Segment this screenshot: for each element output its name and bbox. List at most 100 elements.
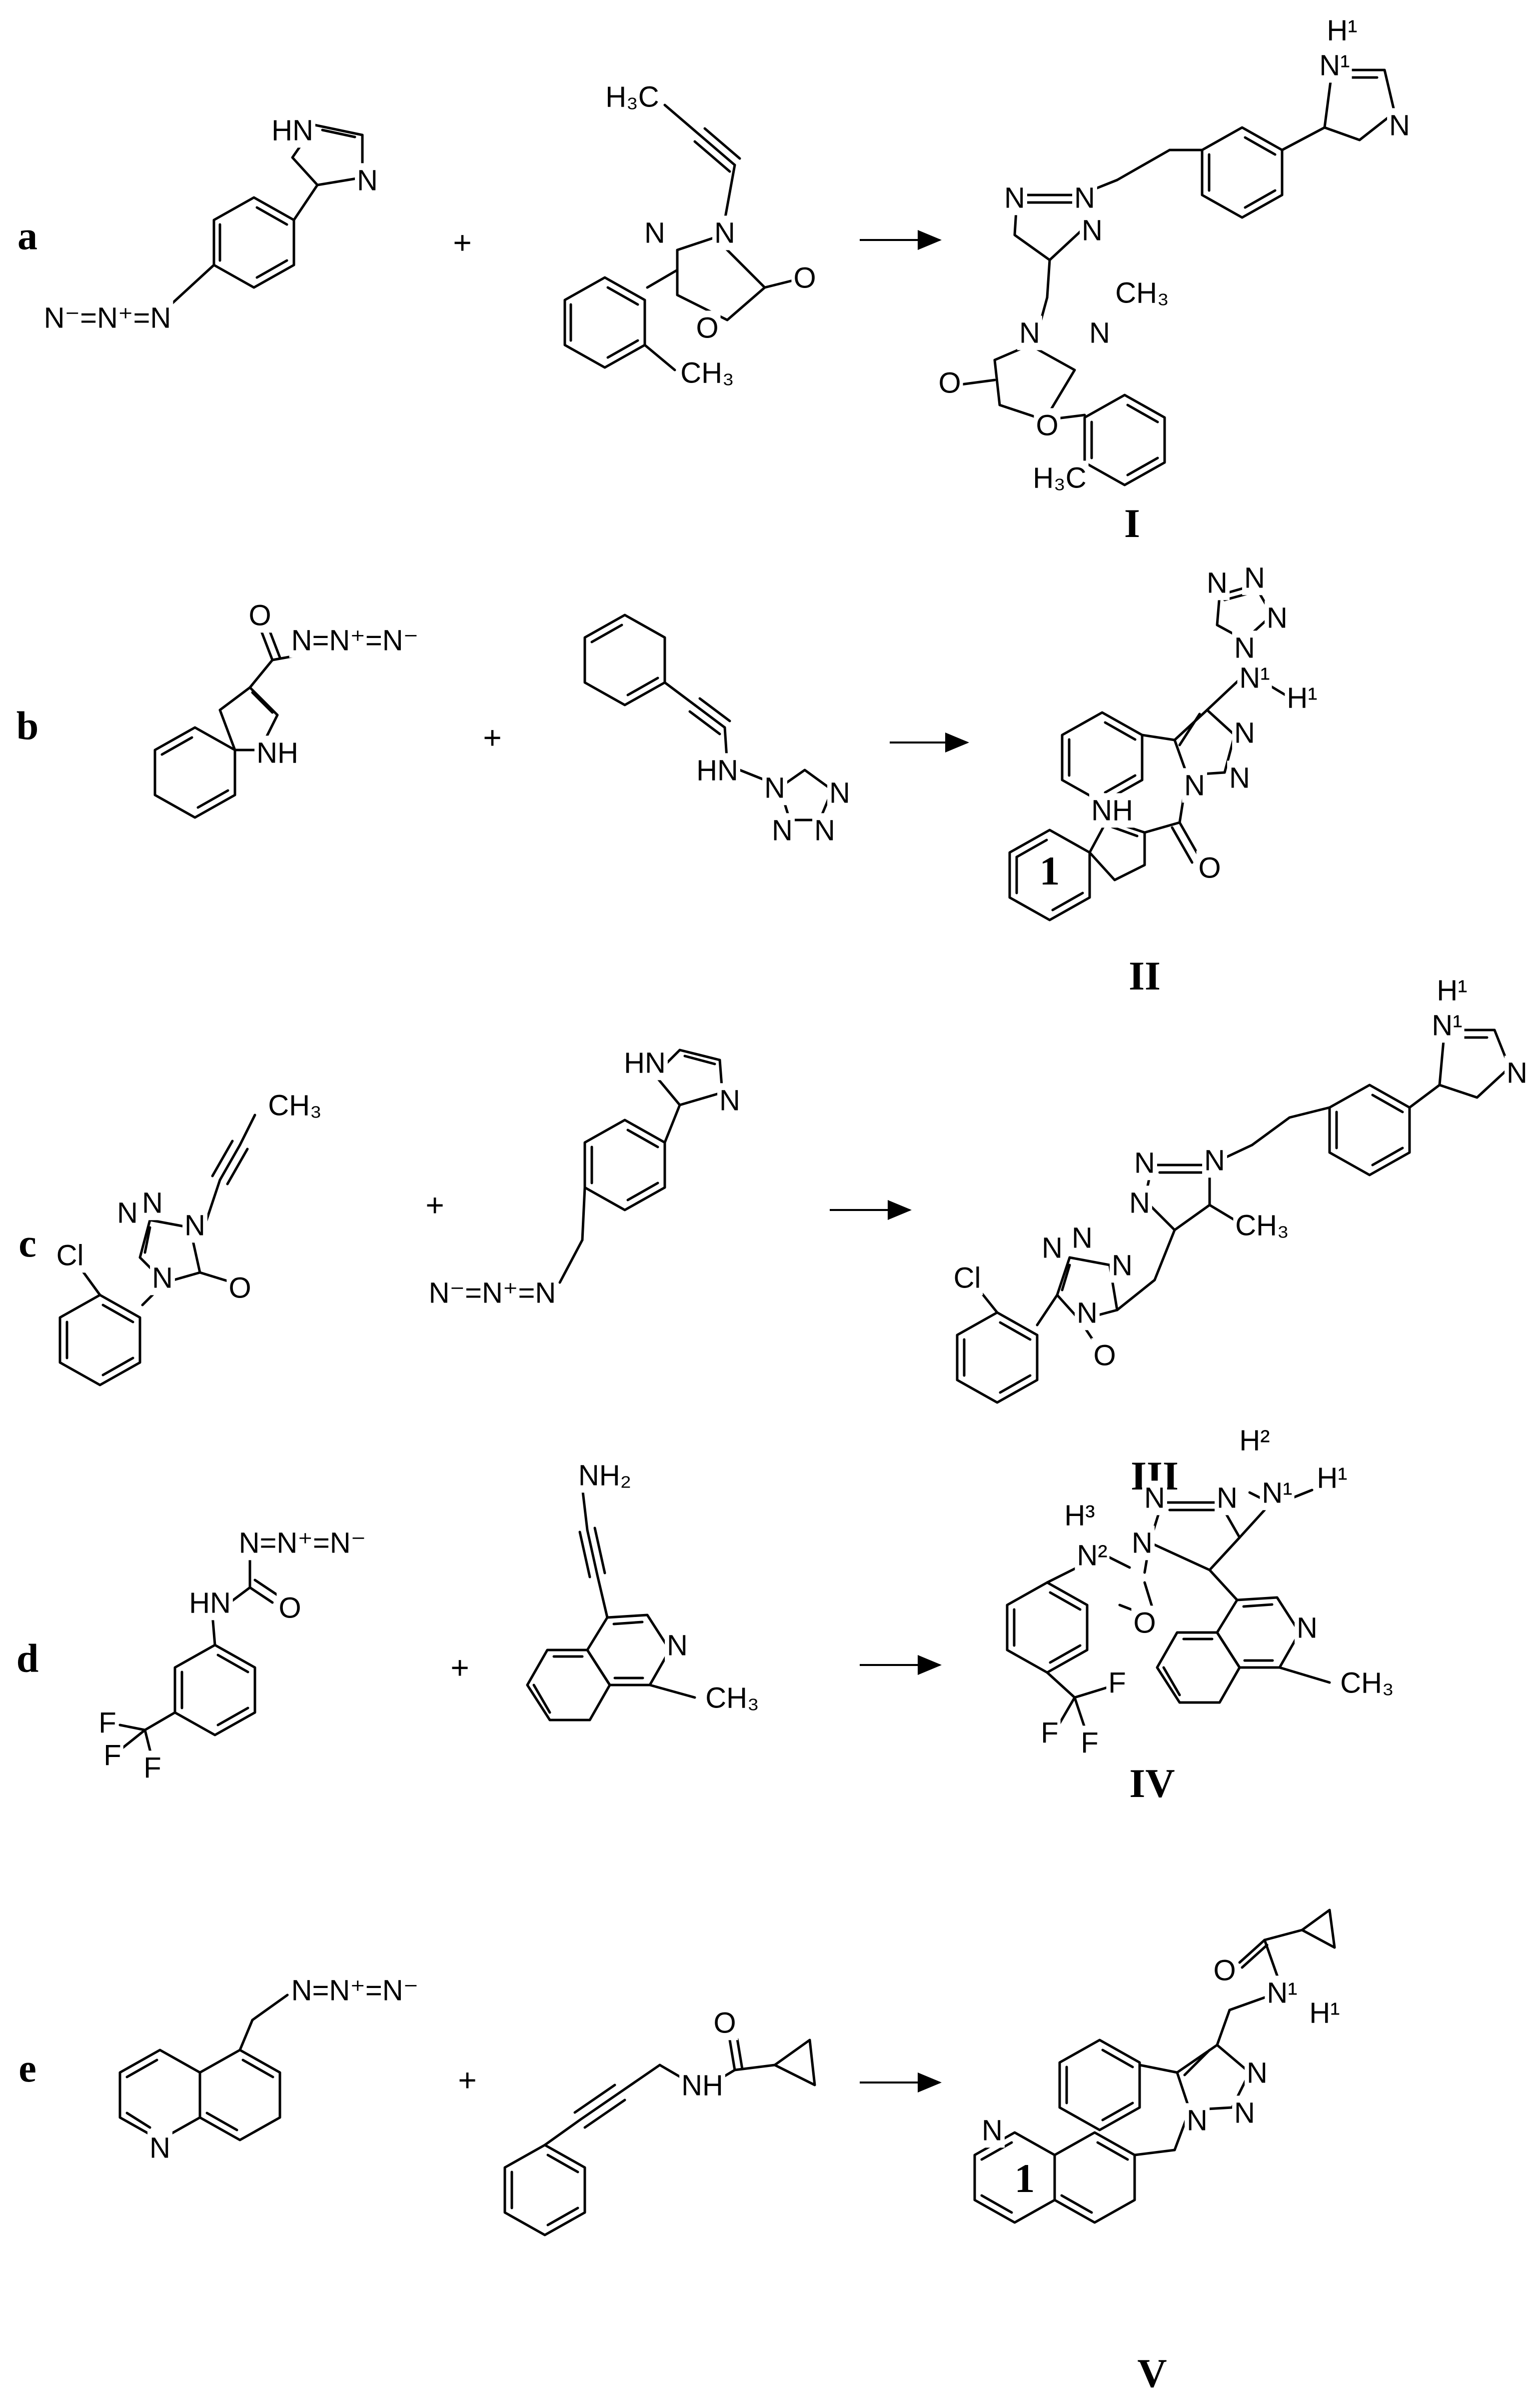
atom-label: N bbox=[1089, 316, 1110, 349]
atom-label: N bbox=[142, 1186, 163, 1219]
ring-number: 1 bbox=[1015, 2156, 1035, 2201]
plus-sign: + bbox=[450, 1650, 469, 1686]
reaction-c: c CH₃ N N N N O Cl + bbox=[18, 973, 1530, 1498]
atom-label: N bbox=[1187, 2104, 1208, 2136]
atom-label: N bbox=[644, 216, 665, 249]
reaction-d: d N=N⁺=N⁻ HN O F F F + bbox=[16, 1423, 1396, 1806]
row-label-b: b bbox=[16, 704, 39, 748]
reactant-b2: HN N N N N bbox=[583, 614, 852, 848]
atom-label: CH₃ bbox=[680, 356, 734, 389]
reaction-a: a HN N N⁻=N⁺=N + bbox=[17, 13, 1412, 546]
atom-label: O bbox=[278, 1592, 301, 1624]
atom-label: H¹ bbox=[1309, 1996, 1340, 2029]
atom-label: CH₃ bbox=[1115, 276, 1169, 309]
atom-label: N⁻=N⁺=N bbox=[429, 1276, 556, 1309]
atom-label: O bbox=[1213, 1954, 1236, 1986]
atom-label: N bbox=[1004, 182, 1025, 214]
reactant-a1: HN N N⁻=N⁺=N bbox=[41, 113, 380, 336]
atom-label: CH₃ bbox=[1340, 1666, 1394, 1699]
atom-label: N bbox=[772, 814, 793, 846]
atom-label: NH bbox=[1091, 794, 1133, 826]
atom-label: F bbox=[103, 1739, 121, 1772]
atom-label: N bbox=[764, 772, 785, 804]
compound-label-V: V bbox=[1137, 2350, 1167, 2396]
plus-sign: + bbox=[483, 720, 501, 756]
atom-label: N bbox=[1204, 1144, 1225, 1176]
atom-label: N bbox=[1234, 716, 1255, 749]
reactant-d1: N=N⁺=N⁻ HN O F F F bbox=[96, 1526, 368, 1786]
atom-label: N bbox=[1184, 769, 1205, 802]
atom-label: N=N⁺=N⁻ bbox=[291, 1974, 419, 2006]
atom-label: O bbox=[1133, 1606, 1156, 1639]
atom-label: F bbox=[98, 1706, 116, 1739]
product-II: N N N N N¹ H¹ N N N NH 1 O bbox=[1008, 560, 1320, 922]
atom-label: Cl bbox=[56, 1239, 84, 1272]
atom-label: N bbox=[1019, 316, 1040, 349]
atom-label: NH₂ bbox=[578, 1459, 631, 1492]
atom-label: N=N⁺=N⁻ bbox=[291, 624, 419, 656]
atom-label: N bbox=[1134, 1146, 1155, 1179]
atom-label: H¹ bbox=[1317, 1462, 1347, 1494]
reactant-b1: O N=N⁺=N⁻ NH bbox=[153, 598, 421, 819]
atom-label: N bbox=[829, 776, 850, 809]
atom-label: NH bbox=[256, 736, 298, 769]
product-I: H¹ N¹ N N N N CH₃ N N O O H₃C bbox=[936, 13, 1412, 496]
atom-label: N¹ bbox=[1262, 1476, 1292, 1509]
atom-label: CH₃ bbox=[268, 1089, 321, 1122]
plus-sign: + bbox=[425, 1187, 444, 1223]
atom-label: HN bbox=[696, 754, 738, 786]
atom-label: Cl bbox=[954, 1262, 981, 1294]
atom-label: N=N⁺=N⁻ bbox=[239, 1526, 366, 1559]
atom-label: N bbox=[814, 814, 835, 846]
atom-label: N bbox=[1207, 566, 1228, 599]
atom-label: N bbox=[1144, 1482, 1165, 1514]
atom-label: N¹ bbox=[1267, 1976, 1297, 2009]
atom-label: N bbox=[1247, 2056, 1268, 2089]
atom-label: H₃C bbox=[1033, 462, 1086, 494]
atom-label: N bbox=[1072, 1222, 1093, 1254]
atom-label: H² bbox=[1239, 1424, 1270, 1456]
row-label-a: a bbox=[17, 214, 37, 258]
atom-label: O bbox=[793, 262, 816, 294]
atom-label: N bbox=[152, 1262, 173, 1294]
atom-label: N bbox=[667, 1629, 688, 1662]
atom-label: H¹ bbox=[1327, 14, 1357, 46]
row-label-d: d bbox=[16, 1636, 39, 1680]
atom-label: N bbox=[1507, 1056, 1528, 1089]
atom-label: N bbox=[1042, 1232, 1063, 1264]
atom-label: F bbox=[143, 1752, 161, 1784]
atom-label: N² bbox=[1077, 1539, 1107, 1572]
atom-label: N bbox=[1244, 562, 1265, 594]
atom-label: N¹ bbox=[1319, 49, 1350, 82]
plus-sign: + bbox=[458, 2062, 476, 2098]
atom-label: O bbox=[1198, 852, 1221, 884]
reactant-e2: O NH bbox=[503, 2006, 816, 2236]
product-V: O N¹ H¹ N N N N 1 bbox=[973, 1908, 1342, 2224]
atom-label: N bbox=[1234, 632, 1255, 664]
atom-label: N bbox=[1389, 109, 1410, 142]
atom-label: HN bbox=[624, 1046, 666, 1079]
plus-sign: + bbox=[453, 224, 471, 260]
atom-label: CH₃ bbox=[1235, 1209, 1289, 1242]
atom-label: N bbox=[714, 216, 735, 249]
row-label-c: c bbox=[18, 1222, 36, 1266]
atom-label: F bbox=[1108, 1666, 1126, 1699]
atom-label: O bbox=[228, 1272, 251, 1304]
atom-label: O bbox=[713, 2006, 736, 2039]
atom-label: F bbox=[1081, 1726, 1098, 1759]
row-label-e: e bbox=[18, 2046, 36, 2090]
atom-label: N bbox=[1074, 182, 1095, 214]
atom-label: N bbox=[1112, 1249, 1133, 1282]
atom-label: N⁻=N⁺=N bbox=[44, 302, 171, 334]
atom-label: NH bbox=[681, 2069, 723, 2102]
atom-label: O bbox=[248, 599, 271, 632]
atom-label: F bbox=[1041, 1716, 1058, 1749]
reactant-c2: HN N N⁻=N⁺=N bbox=[426, 1046, 742, 1310]
reaction-e: e N=N⁺=N⁻ N + bbox=[18, 1908, 1342, 2396]
compound-label-I: I bbox=[1124, 500, 1140, 546]
atom-label: O bbox=[938, 366, 961, 399]
atom-label: HN bbox=[189, 1586, 231, 1619]
reactant-c1: CH₃ N N N N O Cl bbox=[54, 1088, 324, 1386]
